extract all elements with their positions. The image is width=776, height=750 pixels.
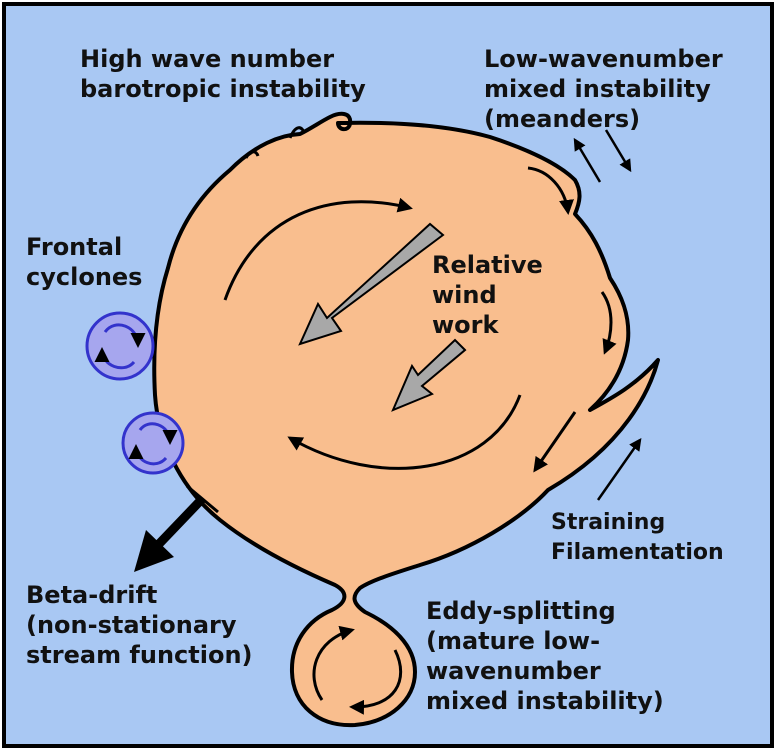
label-low-wavenumber: Low-wavenumber mixed instability (meande…	[484, 44, 723, 134]
frontal-cyclone-lower	[123, 413, 183, 473]
label-high-wave-number: High wave number barotropic instability	[80, 44, 366, 104]
label-frontal-cyclones: Frontal cyclones	[26, 232, 142, 292]
frontal-cyclone-upper	[87, 313, 153, 379]
label-eddy-splitting: Eddy-splitting (mature low- wavenumber m…	[426, 596, 664, 716]
label-beta-drift: Beta-drift (non-stationary stream functi…	[26, 580, 253, 670]
label-relative-wind-work: Relative wind work	[432, 250, 543, 340]
label-straining-filamentation: Straining Filamentation	[551, 508, 724, 568]
